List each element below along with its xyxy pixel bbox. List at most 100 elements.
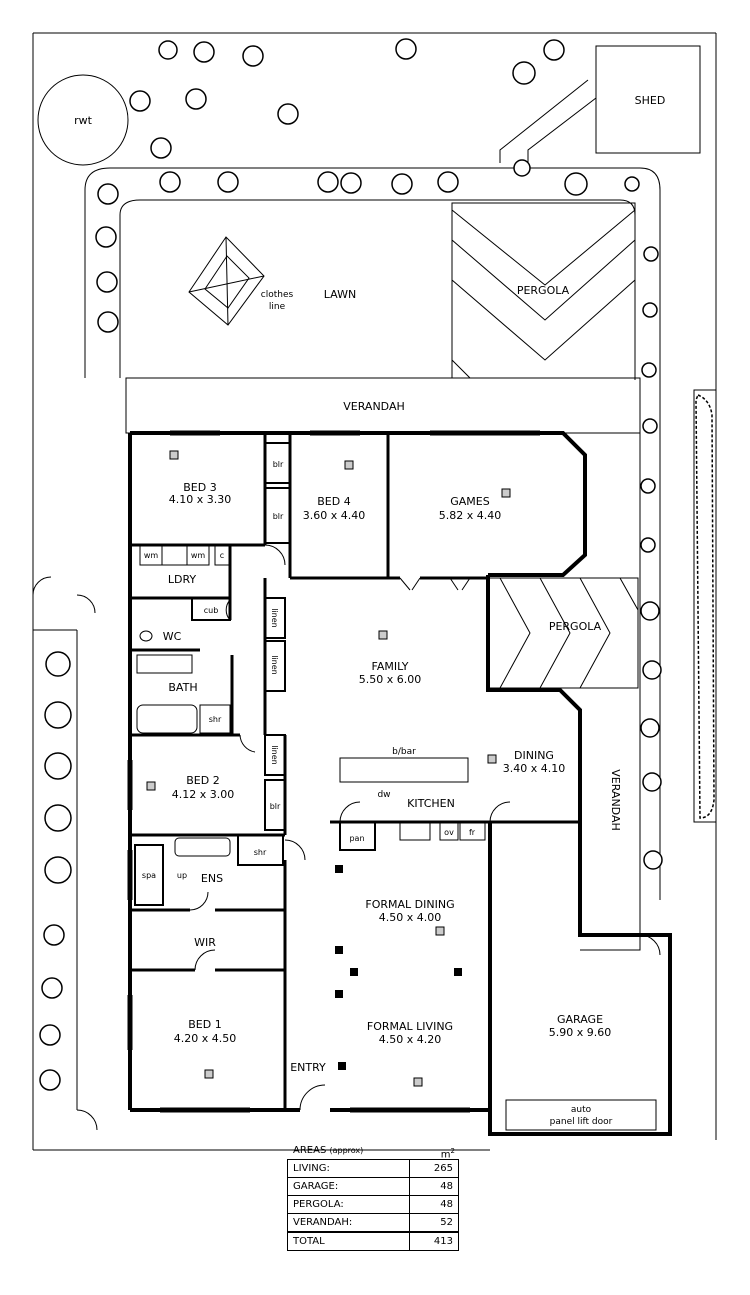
bed4-name: BED 4 xyxy=(317,495,350,508)
cupboards xyxy=(134,442,376,906)
garden-shrubs xyxy=(39,38,663,1091)
family-dims: 5.50 x 6.00 xyxy=(359,673,422,686)
ceiling-markers xyxy=(146,450,511,1087)
garden-path xyxy=(84,167,661,900)
bbar-label: b/bar xyxy=(392,747,416,757)
garage-door-label-1: auto xyxy=(571,1105,592,1115)
linen-label-2: linen xyxy=(270,655,279,675)
games-dims: 5.82 x 4.40 xyxy=(439,509,502,522)
cub-label: cub xyxy=(204,606,219,615)
linen-label-3: linen xyxy=(270,745,279,765)
area-label: LIVING: xyxy=(287,1159,410,1178)
bed3-dims: 4.10 x 3.30 xyxy=(169,493,232,506)
wir-label: WIR xyxy=(194,936,216,949)
blr-label-2: blr xyxy=(273,512,284,521)
area-value: 48 xyxy=(409,1177,459,1196)
oven-box xyxy=(439,821,459,841)
shr-label-1: shr xyxy=(209,715,222,724)
formal-living-name: FORMAL LIVING xyxy=(367,1020,453,1033)
areas-title-note: (approx) xyxy=(329,1146,364,1155)
area-value: 48 xyxy=(409,1195,459,1214)
bed1-name: BED 1 xyxy=(188,1018,221,1031)
bed2-name: BED 2 xyxy=(186,774,219,787)
shed-label: SHED xyxy=(635,94,666,107)
total-label: TOTAL xyxy=(287,1231,410,1251)
pergola-rear-label: PERGOLA xyxy=(517,284,570,297)
areas-unit-wrap: m2 xyxy=(440,1143,455,1161)
hedge xyxy=(695,394,715,819)
blr-label-3: blr xyxy=(270,802,281,811)
spa-label: spa xyxy=(142,871,156,880)
bath-label: BATH xyxy=(168,681,197,694)
formal-dining-name: FORMAL DINING xyxy=(365,898,454,911)
areas-table: AREAS (approx) m2 LIVING:265 GARAGE:48 P… xyxy=(287,1143,459,1251)
areas-grid: LIVING:265 GARAGE:48 PERGOLA:48 VERANDAH… xyxy=(287,1159,459,1251)
garage-dims: 5.90 x 9.60 xyxy=(549,1026,612,1039)
clothes-line-label-2: line xyxy=(269,302,286,312)
area-label: GARAGE: xyxy=(287,1177,410,1196)
lawn-label: LAWN xyxy=(324,288,356,301)
garage-name: GARAGE xyxy=(557,1013,603,1026)
pergola-side-label: PERGOLA xyxy=(549,620,602,633)
kitchen-label: KITCHEN xyxy=(407,797,455,810)
wm-label-2: wm xyxy=(191,551,206,560)
laundry-fixtures xyxy=(139,544,231,566)
table-row: LIVING:265 xyxy=(287,1159,459,1178)
areas-unit: m xyxy=(440,1149,451,1161)
side-fence xyxy=(693,389,717,823)
shed-path xyxy=(499,79,597,163)
entry-label: ENTRY xyxy=(290,1061,326,1074)
rwt-label: rwt xyxy=(74,114,93,127)
dw-label: dw xyxy=(377,790,390,800)
linen-label-1: linen xyxy=(270,608,279,628)
clothes-line-label-1: clothes xyxy=(261,290,294,300)
area-label: PERGOLA: xyxy=(287,1195,410,1214)
bath-fixtures xyxy=(136,630,231,857)
cooktop xyxy=(399,821,431,841)
table-row: VERANDAH:52 xyxy=(287,1213,459,1233)
pan-label: pan xyxy=(349,834,364,843)
posts xyxy=(335,865,462,1070)
garage-door-label-2: panel lift door xyxy=(550,1117,613,1127)
dining-name: DINING xyxy=(514,749,554,762)
area-value: 52 xyxy=(409,1213,459,1233)
verandah-rear-label: VERANDAH xyxy=(343,400,405,413)
shr-label-2: shr xyxy=(254,848,267,857)
breakfast-bar xyxy=(339,757,469,783)
dining-dims: 3.40 x 4.10 xyxy=(503,762,566,775)
up-label: up xyxy=(177,871,187,880)
table-row: PERGOLA:48 xyxy=(287,1195,459,1214)
formal-dining-dims: 4.50 x 4.00 xyxy=(379,911,442,924)
side-verandah xyxy=(580,433,641,951)
formal-living-dims: 4.50 x 4.20 xyxy=(379,1033,442,1046)
areas-title: AREAS xyxy=(293,1145,327,1156)
rainwater-tank xyxy=(37,74,129,166)
fr-label: fr xyxy=(469,828,476,837)
area-label: VERANDAH: xyxy=(287,1213,410,1233)
garage-door xyxy=(505,1099,657,1131)
bed4-dims: 3.60 x 4.40 xyxy=(303,509,366,522)
ens-label: ENS xyxy=(201,872,223,885)
area-value: 265 xyxy=(409,1159,459,1178)
c-label: c xyxy=(220,551,224,560)
ldry-label: LDRY xyxy=(168,573,197,586)
room-labels: BED 3 4.10 x 3.30 BED 4 3.60 x 4.40 GAME… xyxy=(169,481,612,1074)
areas-title-wrap: AREAS (approx) xyxy=(293,1143,363,1159)
total-value: 413 xyxy=(409,1231,459,1251)
shed xyxy=(595,45,701,154)
bed3-name: BED 3 xyxy=(183,481,216,494)
door-swings xyxy=(32,544,661,1131)
areas-header: AREAS (approx) m2 xyxy=(287,1143,459,1161)
verandah-side-label: VERANDAH xyxy=(609,769,622,831)
bed2-dims: 4.12 x 3.00 xyxy=(172,788,235,801)
side-pergola xyxy=(487,577,639,689)
family-name: FAMILY xyxy=(372,660,409,673)
blr-label-1: blr xyxy=(273,460,284,469)
games-name: GAMES xyxy=(450,495,489,508)
windows xyxy=(127,430,540,1113)
bed1-dims: 4.20 x 4.50 xyxy=(174,1032,237,1045)
wm-label-1: wm xyxy=(144,551,159,560)
wc-label: WC xyxy=(163,630,182,643)
